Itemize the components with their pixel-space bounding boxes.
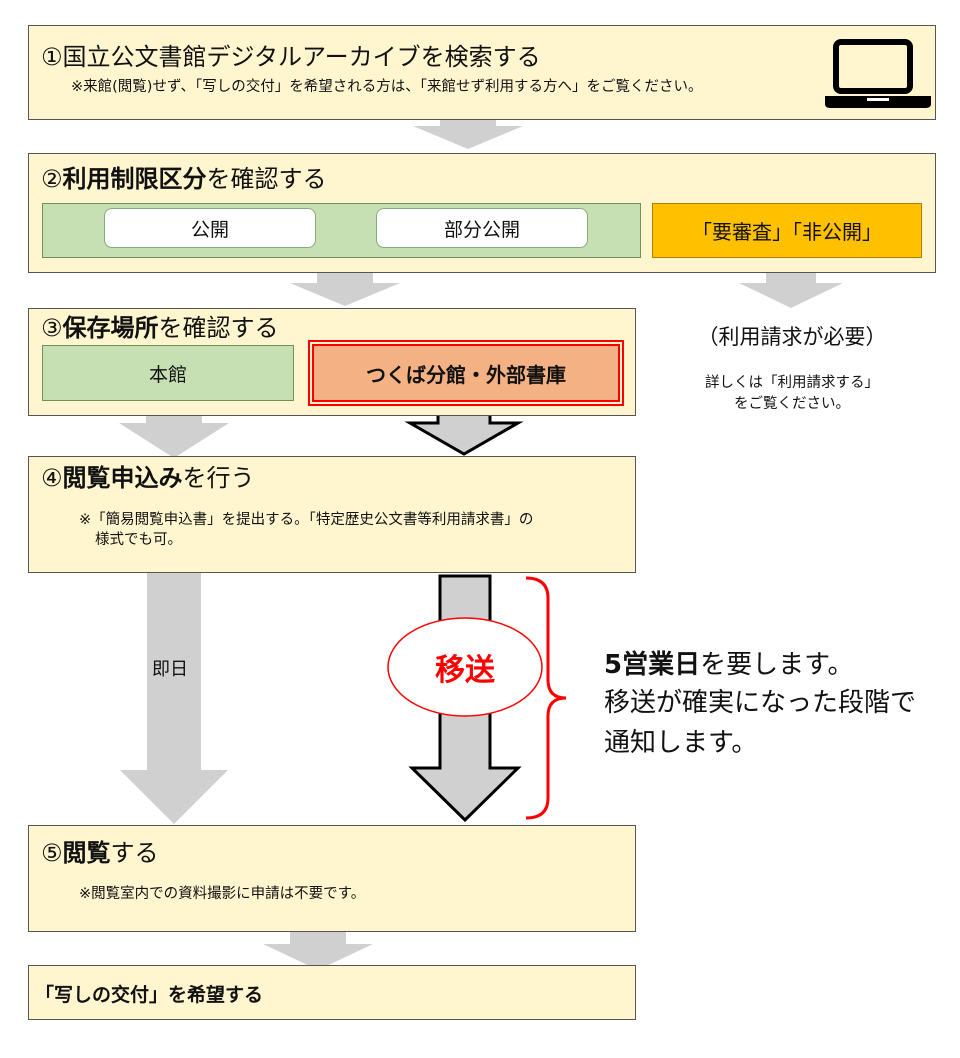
step4-title: ④閲覧申込みを行う	[41, 463, 255, 493]
step2-title-number: ②	[41, 165, 63, 193]
annex-storage-box: つくば分館・外部書庫	[308, 340, 624, 406]
step4-title-bold: 閲覧申込み	[62, 464, 183, 492]
down-arrow-restricted	[739, 262, 843, 308]
transfer-days-text: 5営業日を要します。	[604, 648, 854, 682]
pill-partial-public: 部分公開	[376, 208, 588, 248]
step4-note-line2: 様式でも可。	[95, 532, 182, 548]
transfer-notice-line2: 通知します。	[604, 728, 758, 758]
step3-title: ③保存場所を確認する	[41, 313, 279, 343]
restricted-status-panel: 「要審査」「非公開」	[652, 203, 922, 258]
step2-title-bold: 利用制限区分	[62, 165, 207, 193]
step3-title-bold: 保存場所	[62, 314, 159, 342]
down-arrow-1-2	[413, 116, 523, 149]
same-day-arrow	[120, 572, 228, 824]
step5-title-number: ⑤	[41, 839, 63, 867]
transfer-days-bold: 5営業日	[604, 650, 701, 680]
side-details-line1: 詳しくは「利用請求する」	[705, 375, 879, 391]
down-arrow-main-building	[119, 403, 229, 458]
transfer-notice-line1: 移送が確実になった段階で	[604, 688, 917, 718]
step2-title: ②利用制限区分を確認する	[41, 164, 327, 194]
step3-title-number: ③	[41, 314, 63, 342]
side-details-line2: をご覧ください。	[734, 396, 850, 412]
step4-box: ④閲覧申込みを行う ※「簡易閲覧申込書」を提出する。「特定歴史公文書等利用請求書…	[28, 456, 636, 573]
step1-note: ※来館(閲覧)せず、「写しの交付」を希望される方は、「来館せず利用する方へ」をご…	[71, 79, 703, 95]
transfer-days-rest: を要します。	[700, 650, 854, 680]
step5-title-bold: 閲覧	[62, 839, 111, 867]
main-building-box: 本館	[42, 345, 294, 401]
step4-note-line1: ※「簡易閲覧申込書」を提出する。「特定歴史公文書等利用請求書」の	[79, 512, 534, 528]
down-arrow-5-final	[263, 932, 373, 970]
final-box: 「写しの交付」を希望する	[28, 965, 636, 1020]
step1-box: ①国立公文書館デジタルアーカイブを検索する ※来館(閲覧)せず、「写しの交付」を…	[28, 25, 936, 120]
transfer-arrow	[408, 574, 522, 823]
step4-title-rest: を行う	[182, 464, 255, 492]
step4-title-number: ④	[41, 464, 63, 492]
red-curly-bracket	[525, 576, 567, 820]
step5-title-rest: する	[110, 839, 159, 867]
same-day-label: 即日	[152, 659, 188, 680]
step5-box: ⑤閲覧する ※閲覧室内での資料撮影に申請は不要です。	[28, 825, 636, 932]
step3-title-rest: を確認する	[158, 314, 279, 342]
side-required-label: （利用請求が必要）	[697, 325, 887, 349]
pill-public: 公開	[104, 208, 316, 248]
step5-note: ※閲覧室内での資料撮影に申請は不要です。	[79, 886, 366, 902]
step2-title-rest: を確認する	[206, 165, 327, 193]
step5-title: ⑤閲覧する	[41, 838, 159, 868]
transfer-label: 移送	[435, 653, 495, 688]
step1-title: ①国立公文書館デジタルアーカイブを検索する	[41, 43, 541, 71]
laptop-icon	[825, 39, 931, 108]
final-label: 「写しの交付」を希望する	[35, 984, 264, 1006]
